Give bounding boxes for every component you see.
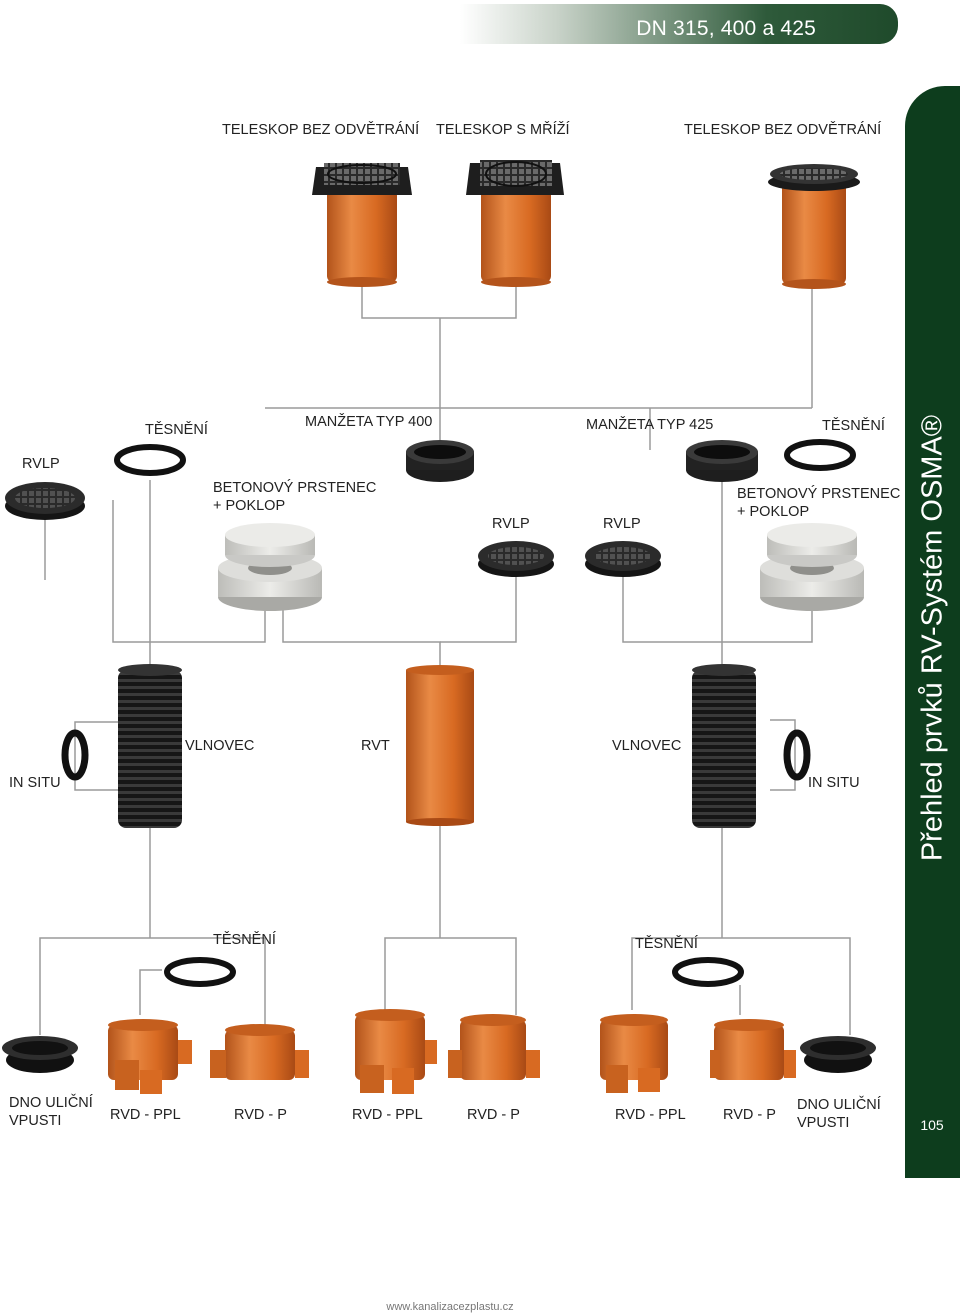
gully-base-right <box>800 1036 876 1073</box>
in-situ-ring-right <box>783 729 811 781</box>
label-rvlp-mid-1: RVLP <box>492 516 530 532</box>
label-rvd-ppl-2: RVD - PPL <box>352 1107 423 1123</box>
rvt-pipe <box>406 665 474 826</box>
label-betonovy-right-1: BETONOVÝ PRSTENEC <box>737 486 901 502</box>
chamber-base-p-2 <box>448 1014 540 1080</box>
side-tab <box>905 86 960 1178</box>
concrete-ring-right <box>760 523 864 611</box>
telescope-1 <box>312 163 412 287</box>
corrugated-pipe-left <box>118 664 182 828</box>
label-vlnovec-right: VLNOVEC <box>612 738 682 754</box>
label-rvd-p-3: RVD - P <box>723 1107 776 1123</box>
label-teleskop-1: TELESKOP BEZ ODVĚTRÁNÍ <box>222 122 420 138</box>
label-rvd-ppl-1: RVD - PPL <box>110 1107 181 1123</box>
system-diagram <box>2 160 876 1094</box>
chamber-base-ppl-3 <box>600 1014 668 1093</box>
seal-top-left <box>114 444 186 476</box>
seal-top-right <box>784 439 856 471</box>
corrugated-pipe-right <box>692 664 756 828</box>
label-in-situ-left: IN SITU <box>9 775 61 791</box>
telescope-2 <box>466 160 564 287</box>
label-rvd-p-1: RVD - P <box>234 1107 287 1123</box>
label-betonovy-right-2: + POKLOP <box>737 504 810 520</box>
concrete-ring-left <box>218 523 322 611</box>
footer-url[interactable]: www.kanalizacezplastu.cz <box>386 1301 514 1313</box>
gully-base-left <box>2 1036 78 1073</box>
chamber-base-ppl-2 <box>355 1009 437 1094</box>
label-teleskop-2: TELESKOP S MŘÍŽÍ <box>436 122 570 138</box>
label-dno-right-1: DNO ULIČNÍ <box>797 1097 881 1113</box>
label-rvlp-mid-2: RVLP <box>603 516 641 532</box>
label-manzeta-425: MANŽETA TYP 425 <box>586 417 714 433</box>
label-rvt: RVT <box>361 738 390 754</box>
chamber-base-p-1 <box>210 1024 309 1080</box>
label-rvd-p-2: RVD - P <box>467 1107 520 1123</box>
page-number: 105 <box>920 1117 944 1133</box>
label-vlnovec-left: VLNOVEC <box>185 738 255 754</box>
seal-bottom-right <box>672 957 744 987</box>
label-tesneni-bottom-left: TĚSNĚNÍ <box>213 932 276 948</box>
rvlp-cover-left <box>5 482 85 520</box>
label-dno-left-2: VPUSTI <box>9 1113 62 1129</box>
label-tesneni-top-left: TĚSNĚNÍ <box>145 422 208 438</box>
rvlp-cover-mid-1 <box>478 541 554 577</box>
collar-400 <box>406 440 474 482</box>
label-dno-left-1: DNO ULIČNÍ <box>9 1095 93 1111</box>
label-teleskop-3: TELESKOP BEZ ODVĚTRÁNÍ <box>684 122 882 138</box>
side-tab-title: Přehled prvků RV-Systém OSMA® <box>916 414 949 862</box>
label-tesneni-bottom-right: TĚSNĚNÍ <box>635 936 698 952</box>
rvlp-cover-mid-2 <box>585 541 661 577</box>
label-tesneni-top-right: TĚSNĚNÍ <box>822 418 885 434</box>
header-title: DN 315, 400 a 425 <box>636 17 816 40</box>
connector-lines <box>39 280 851 1035</box>
in-situ-ring-left <box>61 729 89 781</box>
label-dno-right-2: VPUSTI <box>797 1115 850 1131</box>
label-rvlp-left: RVLP <box>22 456 60 472</box>
chamber-base-ppl-1 <box>108 1019 192 1094</box>
seal-bottom-left <box>164 957 236 987</box>
label-manzeta-400: MANŽETA TYP 400 <box>305 414 433 430</box>
chamber-base-p-3 <box>710 1019 796 1080</box>
header-bar: DN 315, 400 a 425 <box>460 4 898 44</box>
label-betonovy-left-2: + POKLOP <box>213 498 286 514</box>
label-rvd-ppl-3: RVD - PPL <box>615 1107 686 1123</box>
label-betonovy-left-1: BETONOVÝ PRSTENEC <box>213 480 377 496</box>
collar-425 <box>686 440 758 482</box>
label-in-situ-right: IN SITU <box>808 775 860 791</box>
telescope-3 <box>768 164 860 289</box>
